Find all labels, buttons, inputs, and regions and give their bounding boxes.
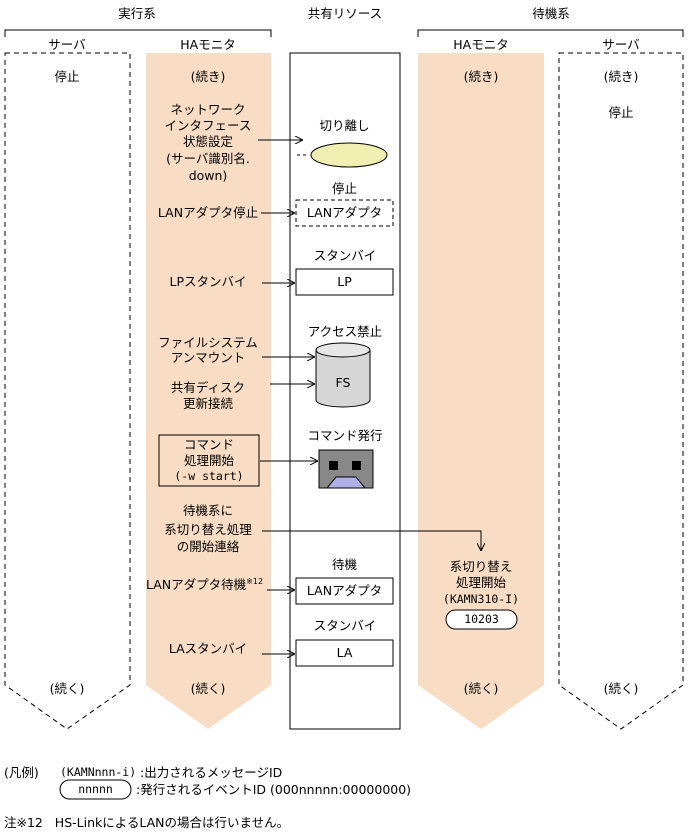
step-lan-stop: LANアダプタ停止 (157, 205, 259, 220)
footnote-12: 注※12 HS-LinkによるLANの場合は行いません。 (4, 815, 290, 830)
legend-message-desc: :出力されるメッセージID (140, 765, 283, 780)
step-nif-2: インタフェース (164, 118, 252, 133)
active-ha-title: HAモニタ (180, 37, 236, 52)
step-lp: LPスタンバイ (169, 274, 247, 289)
arrow-notify (262, 530, 481, 550)
legend-message-sample: (KAMNnnn-i) (60, 765, 137, 779)
step-disk-2: 更新接続 (182, 396, 233, 411)
cmd-state: コマンド発行 (307, 428, 383, 443)
fs-label: FS (335, 375, 351, 390)
switch-step-2: 処理開始 (455, 575, 506, 590)
step-cmd-3: (-w start) (174, 469, 244, 483)
step-notify-2: 系切り替え処理 (164, 522, 252, 537)
lan-box-2-label: LANアダプタ (306, 583, 383, 598)
switch-step-1: 系切り替え (449, 559, 513, 574)
legend-event-desc: :発行されるイベントID (000nnnnn:00000000) (136, 782, 412, 797)
active-server-lane (4, 52, 131, 730)
step-nif-4: (サーバ識別名. (166, 151, 250, 166)
standby-ha-cont-bottom: (続く) (463, 681, 499, 696)
active-ha-cont-bottom: (続く) (190, 681, 226, 696)
step-cmd-1: コマンド (183, 437, 234, 452)
event-id-pill (445, 609, 518, 630)
active-server-cont: (続く) (49, 681, 85, 696)
active-group-bracket (4, 29, 272, 37)
legend-event-sample: nnnnn (78, 782, 113, 796)
step-lan-wait: LANアダプタ待機※12 (146, 574, 263, 592)
legend-event-pill (59, 779, 132, 800)
step-la: LAスタンバイ (168, 641, 248, 656)
lp-box (295, 268, 394, 296)
active-server-title: サーバ (48, 37, 86, 52)
nif-state: 切り離し (319, 118, 370, 133)
step-cmd-2: 処理開始 (183, 453, 234, 468)
standby-ha-cont-top: (続き) (463, 69, 499, 84)
lan-adapter-box-2 (295, 577, 394, 605)
command-icon (318, 449, 374, 489)
step-fs-2: アンマウント (170, 350, 246, 365)
switch-message-id: (KAMN310-I) (442, 592, 520, 606)
lan-box-1-label: LANアダプタ (306, 205, 383, 220)
legend-label: (凡例) (4, 765, 39, 780)
standby-server-lane (558, 52, 684, 730)
step-disk-1: 共有ディスク (170, 380, 246, 395)
active-ha-cont-top: (続き) (190, 69, 226, 84)
lan-state-2: 待機 (331, 557, 357, 572)
step-fs-1: ファイルシステム (158, 335, 258, 350)
standby-group-title: 待機系 (532, 6, 570, 21)
step-notify-3: の開始連絡 (176, 539, 240, 554)
lp-state: スタンバイ (313, 248, 377, 263)
standby-group-bracket (417, 29, 684, 37)
la-box-label: LA (336, 645, 353, 660)
note-ref-12: ※12 (246, 577, 264, 586)
step-nif-3: 状態設定 (182, 134, 233, 149)
event-id-label: 10203 (464, 612, 499, 626)
lan-adapter-box-1 (295, 199, 394, 227)
standby-server-state: 停止 (608, 105, 634, 120)
fs-state: アクセス禁止 (307, 324, 383, 339)
step-lan-wait-label: LANアダプタ待機 (146, 577, 247, 593)
active-server-state: 停止 (54, 69, 80, 84)
step-nif-5: down) (188, 168, 228, 183)
command-step-box (158, 434, 260, 487)
lan-state-1: 停止 (331, 181, 357, 196)
standby-server-title: サーバ (602, 37, 640, 52)
standby-server-cont-bottom: (続く) (603, 681, 639, 696)
standby-server-cont-top: (続き) (603, 69, 639, 84)
lp-box-label: LP (337, 274, 352, 289)
standby-ha-lane (418, 53, 544, 729)
shared-group-title: 共有リソース (307, 6, 383, 21)
active-ha-lane (146, 53, 271, 729)
la-box (295, 639, 394, 667)
fs-cylinder (315, 342, 371, 408)
step-notify-1: 待機系に (182, 503, 233, 518)
la-state: スタンバイ (313, 618, 377, 633)
step-nif-1: ネットワーク (170, 102, 246, 117)
standby-ha-title: HAモニタ (453, 37, 509, 52)
active-group-title: 実行系 (118, 6, 156, 21)
network-interface-ellipse (310, 142, 388, 168)
